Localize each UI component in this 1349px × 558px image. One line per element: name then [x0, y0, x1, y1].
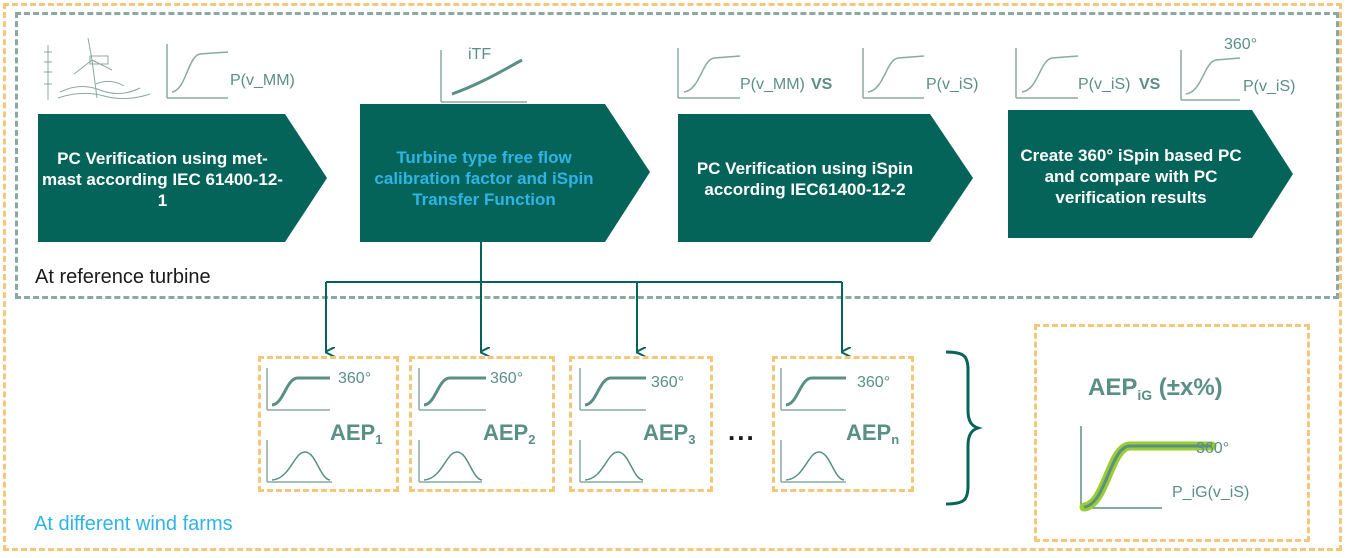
farm2-aep-label: AEP2	[483, 420, 535, 447]
wind-farm-frame	[3, 3, 1342, 551]
farm1-aep-label: AEP1	[330, 420, 382, 447]
result-power-curve-band	[1079, 426, 1217, 512]
farm3-aep-sub: 3	[688, 432, 696, 447]
angle-label-step4: 360°	[1224, 36, 1258, 53]
curve-label-step4b: P(v_iS)	[1243, 78, 1296, 95]
farmn-distribution-chart	[780, 440, 846, 483]
farmn-aep-label: AEPn	[846, 420, 899, 447]
chart-p-vis-3	[862, 48, 925, 99]
farmn-aep-sub: n	[891, 432, 900, 447]
chart-p-vmm-1	[166, 44, 229, 99]
wind-farms-label: At different wind farms	[34, 513, 233, 535]
process-arrow-4	[1008, 110, 1293, 238]
farm3-distribution-chart	[579, 440, 644, 483]
chart-p-vmm-3	[677, 48, 741, 99]
farmn-power-curve-chart	[780, 368, 846, 411]
farm1-aep-sub: 1	[375, 432, 383, 447]
chart-itf	[440, 50, 527, 103]
result-aep-text: AEP	[1088, 374, 1138, 401]
result-aep-sub: iG	[1137, 387, 1153, 403]
process-arrow-2	[360, 104, 650, 242]
process-step-2-label: Turbine type free flow calibration facto…	[374, 147, 594, 209]
farm3-angle-label: 360°	[651, 374, 685, 391]
process-step-3-label: PC Verification using iSpin according IE…	[696, 159, 914, 199]
farm3-power-curve-chart	[579, 368, 646, 411]
curve-label-itf: iTF	[468, 46, 492, 63]
farm2-angle-label: 360°	[490, 370, 524, 387]
curve-label-step3a: P(v_MM)	[740, 76, 805, 93]
process-step-4-label: Create 360° iSpin based PC and compare w…	[1020, 145, 1242, 207]
curve-label-step1: P(v_MM)	[230, 72, 295, 89]
result-angle-label: 360°	[1196, 440, 1230, 457]
curve-label-step3b: P(v_iS)	[926, 76, 979, 93]
vs-label-step4: VS	[1139, 76, 1161, 93]
process-arrow-3	[678, 114, 973, 242]
result-tolerance: (±x%)	[1152, 374, 1223, 401]
process-arrow-1	[38, 114, 327, 242]
result-aep-label: AEPiG (±x%)	[1088, 374, 1223, 403]
distribution-connectors	[325, 242, 842, 352]
farm2-power-curve-chart	[418, 368, 486, 411]
farmn-aep-text: AEP	[846, 420, 892, 445]
farm2-aep-sub: 2	[528, 432, 536, 447]
farm1-distribution-chart	[266, 440, 332, 483]
farmn-angle-label: 360°	[857, 374, 891, 391]
chart-p-vis-4b	[1180, 50, 1241, 101]
curve-label-step4a: P(v_iS)	[1078, 76, 1131, 93]
reference-turbine-frame	[15, 12, 1339, 299]
reference-turbine-label: At reference turbine	[35, 266, 211, 288]
met-mast-turbine-icon	[44, 37, 151, 100]
farm3-aep-label: AEP3	[643, 420, 695, 447]
vs-label-step3: VS	[811, 76, 833, 93]
ellipsis: ...	[728, 416, 756, 446]
farm1-aep-text: AEP	[330, 420, 376, 445]
grouping-brace	[945, 350, 983, 506]
chart-p-vis-4a	[1015, 48, 1079, 99]
farm2-aep-text: AEP	[483, 420, 529, 445]
farm1-angle-label: 360°	[338, 370, 372, 387]
farm3-aep-text: AEP	[643, 420, 689, 445]
farm1-power-curve-chart	[266, 368, 330, 411]
result-curve-label: P_iG(v_iS)	[1172, 484, 1250, 501]
process-step-1-label: PC Verification using met-mast according…	[42, 148, 283, 210]
farm2-distribution-chart	[418, 440, 483, 483]
